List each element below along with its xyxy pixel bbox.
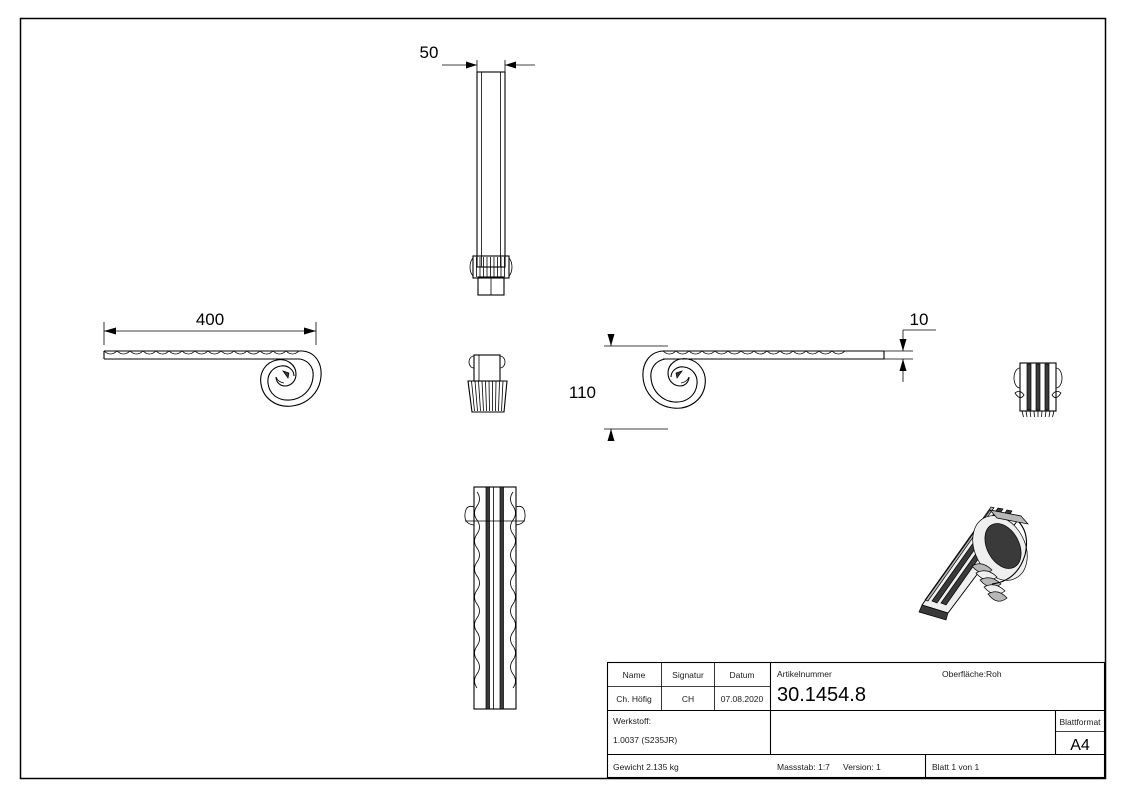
left-view-top-scallop	[103, 350, 302, 355]
tb-header-signature: Signatur	[672, 670, 704, 680]
iso-scroll-lip	[989, 509, 1029, 525]
dimension-110: 110	[569, 334, 668, 441]
iso-scroll-bore	[984, 523, 1022, 569]
tb-value-material: 1.0037 (S235JR)	[613, 735, 677, 745]
right-side-view	[642, 350, 885, 409]
bottom-view-lobe-left	[464, 505, 475, 526]
dimension-label-400: 400	[196, 310, 224, 329]
dim-50-arrow-left	[466, 61, 477, 69]
left-view-scroll-outer	[260, 350, 322, 407]
bottom-view-scallop-right	[510, 491, 516, 689]
right-end-view-lobe-right	[1051, 391, 1062, 398]
tb-value-scale: Massstab: 1:7	[777, 762, 830, 772]
bottom-view-scallop-left	[474, 491, 480, 689]
dim-110-arrow-top	[607, 334, 615, 346]
right-end-view-lobe-left	[1014, 391, 1025, 398]
tb-value-page: Blatt 1 von 1	[932, 762, 980, 772]
tb-header-date: Datum	[729, 670, 754, 680]
top-view-bar-body	[476, 71, 506, 268]
title-block-frame	[606, 661, 1106, 779]
tb-value-sheet-format: A4	[1070, 737, 1090, 754]
dimension-400: 400	[103, 310, 317, 345]
left-view-scroll-tip	[282, 370, 290, 379]
dim-400-arrow-right	[304, 327, 316, 335]
left-view-scroll-inner	[267, 358, 314, 401]
tb-header-name: Name	[623, 670, 646, 680]
dimension-label-10: 10	[910, 310, 929, 329]
dim-10-arrow-top	[899, 339, 907, 351]
isometric-view	[918, 506, 1029, 621]
tb-value-name: Ch. Höfig	[616, 694, 652, 704]
middle-end-view	[467, 354, 508, 413]
left-side-view	[103, 350, 322, 407]
right-view-scroll-tip	[675, 370, 683, 379]
title-block: Name Signatur Datum Ch. Höfig CH 07.08.2…	[606, 661, 1106, 779]
dim-110-arrow-bottom	[607, 429, 615, 441]
right-view-scroll-inner	[650, 358, 698, 403]
tb-value-surface: Roh	[986, 669, 1002, 679]
dimension-50: 50	[420, 43, 535, 80]
top-view	[469, 71, 513, 296]
tb-label-sheet-format: Blattformat	[1059, 717, 1101, 727]
right-end-view-flutes	[1021, 410, 1055, 418]
dim-50-arrow-right	[505, 61, 516, 69]
tb-label-material: Werkstoff:	[613, 716, 651, 726]
bottom-view-body	[473, 486, 517, 710]
bottom-view-groove-left	[485, 486, 490, 710]
tb-value-version: Version: 1	[843, 762, 881, 772]
right-end-view	[1013, 362, 1063, 418]
tb-label-surface: Oberfläche:	[942, 669, 986, 679]
iso-scroll-flutes	[971, 563, 1008, 602]
middle-end-view-stub	[473, 354, 501, 382]
tb-value-date: 07.08.2020	[721, 694, 764, 704]
right-view-scroll-outer	[642, 350, 706, 409]
tb-value-signature: CH	[682, 694, 694, 704]
tb-label-article: Artikelnummer	[777, 669, 832, 679]
dimension-10: 10	[845, 310, 936, 382]
sheet-border	[19, 17, 1107, 780]
dimension-label-110: 110	[569, 383, 596, 402]
middle-end-view-skirt	[467, 380, 508, 413]
dim-400-arrow-left	[104, 327, 116, 335]
bottom-view	[464, 486, 526, 710]
top-view-scroll-flutes	[469, 255, 513, 296]
dimension-label-50: 50	[420, 43, 439, 62]
tb-value-weight: Gewicht 2.135 kg	[613, 762, 679, 772]
bottom-view-lobe-right	[515, 505, 526, 526]
dim-10-arrow-bottom	[899, 359, 907, 371]
bottom-view-groove-right	[499, 486, 504, 710]
iso-scroll-rim	[991, 516, 1028, 585]
tb-value-article-number: 30.1454.8	[777, 684, 866, 706]
iso-bar-end-face	[918, 604, 949, 621]
